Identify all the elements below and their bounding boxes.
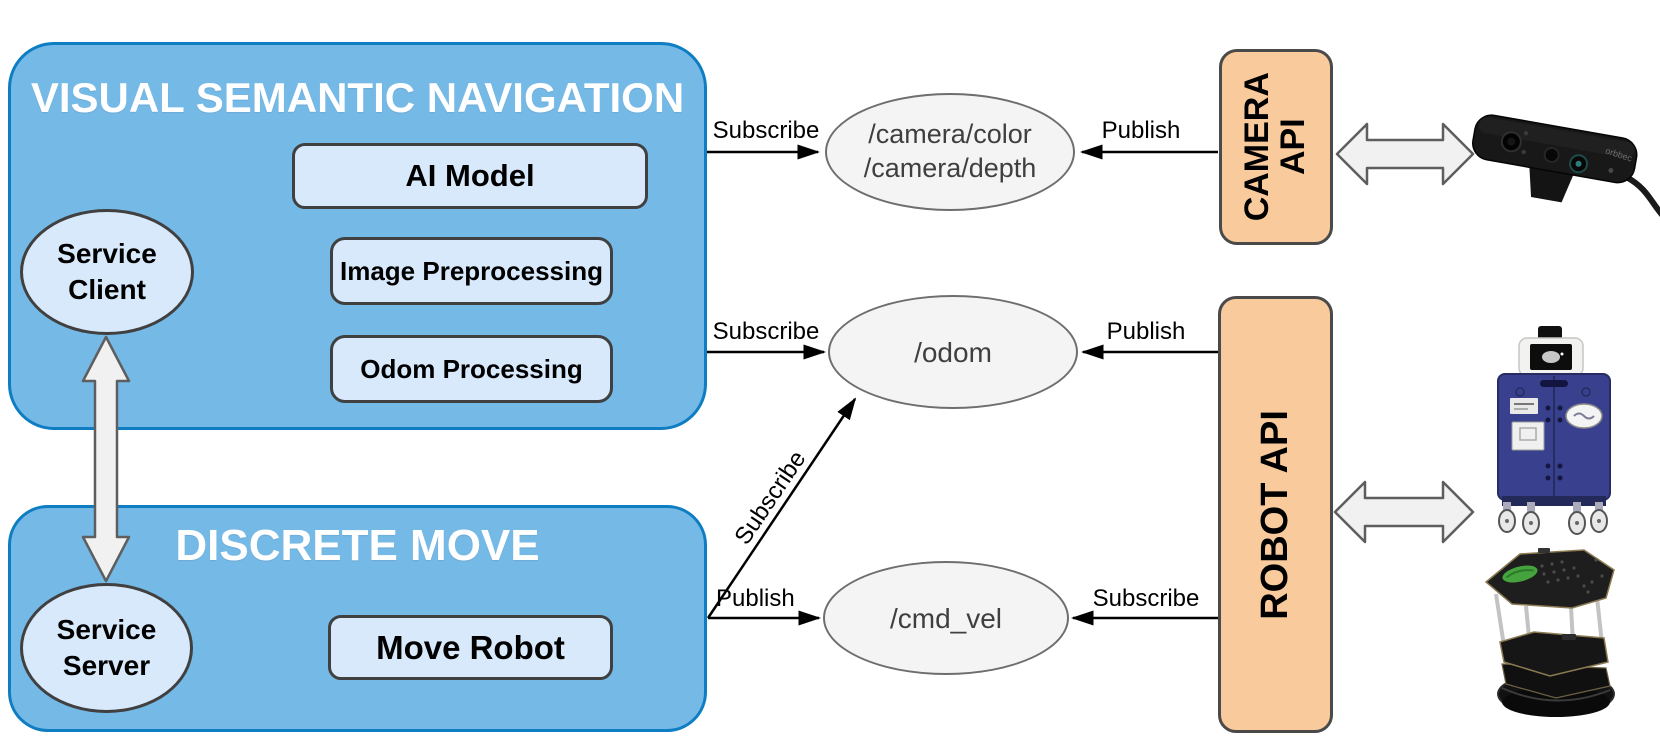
robotapi-robots-double-arrow (1333, 480, 1475, 544)
camera-api-label-line2: API (1274, 118, 1312, 176)
camera-api-label-line1: CAMERA (1238, 72, 1277, 222)
svg-text:orbbec: orbbec (1604, 146, 1634, 164)
depth-camera-icon: orbbec (1472, 114, 1660, 224)
discrete-move-title: DISCRETE MOVE (175, 521, 540, 570)
edge-label-discretemove-odom-subscribe: Subscribe (729, 446, 812, 550)
edge-label-vsn-odom-subscribe: Subscribe (712, 318, 820, 345)
topic-camera: /camera/color /camera/depth (825, 93, 1075, 211)
robot-api-box: ROBOT API (1218, 296, 1333, 733)
topic-cmd-vel: /cmd_vel (823, 561, 1069, 675)
service-client-node: Service Client (20, 209, 194, 335)
topic-odom: /odom (828, 295, 1078, 409)
camera-api-box: CAMERA API (1219, 49, 1333, 245)
topic-camera-line2: /camera/depth (863, 153, 1037, 183)
image-preprocessing-node: Image Preprocessing (330, 237, 613, 305)
edge-label-vsn-camera-subscribe: Subscribe (712, 117, 820, 144)
topic-camera-line1: /camera/color (868, 119, 1032, 150)
edge-label-cameraapi-publish: Publish (1101, 117, 1181, 144)
edge-label-robotapi-odom-publish: Publish (1106, 318, 1186, 345)
ai-model-node: AI Model (292, 143, 648, 209)
blue-service-robot-icon (1497, 326, 1611, 535)
odom-processing-node: Odom Processing (330, 335, 613, 403)
move-robot-node: Move Robot (328, 615, 613, 680)
edge-label-discretemove-cmdvel-publish: Publish (716, 585, 795, 612)
edge-label-robotapi-cmdvel-subscribe: Subscribe (1092, 585, 1200, 612)
service-server-node: Service Server (20, 583, 193, 713)
cameraapi-camera-double-arrow (1335, 122, 1475, 186)
vsn-title: VISUAL SEMANTIC NAVIGATION (30, 74, 685, 121)
turtlebot-icon (1484, 548, 1615, 717)
robot-api-label: ROBOT API (1253, 409, 1296, 620)
